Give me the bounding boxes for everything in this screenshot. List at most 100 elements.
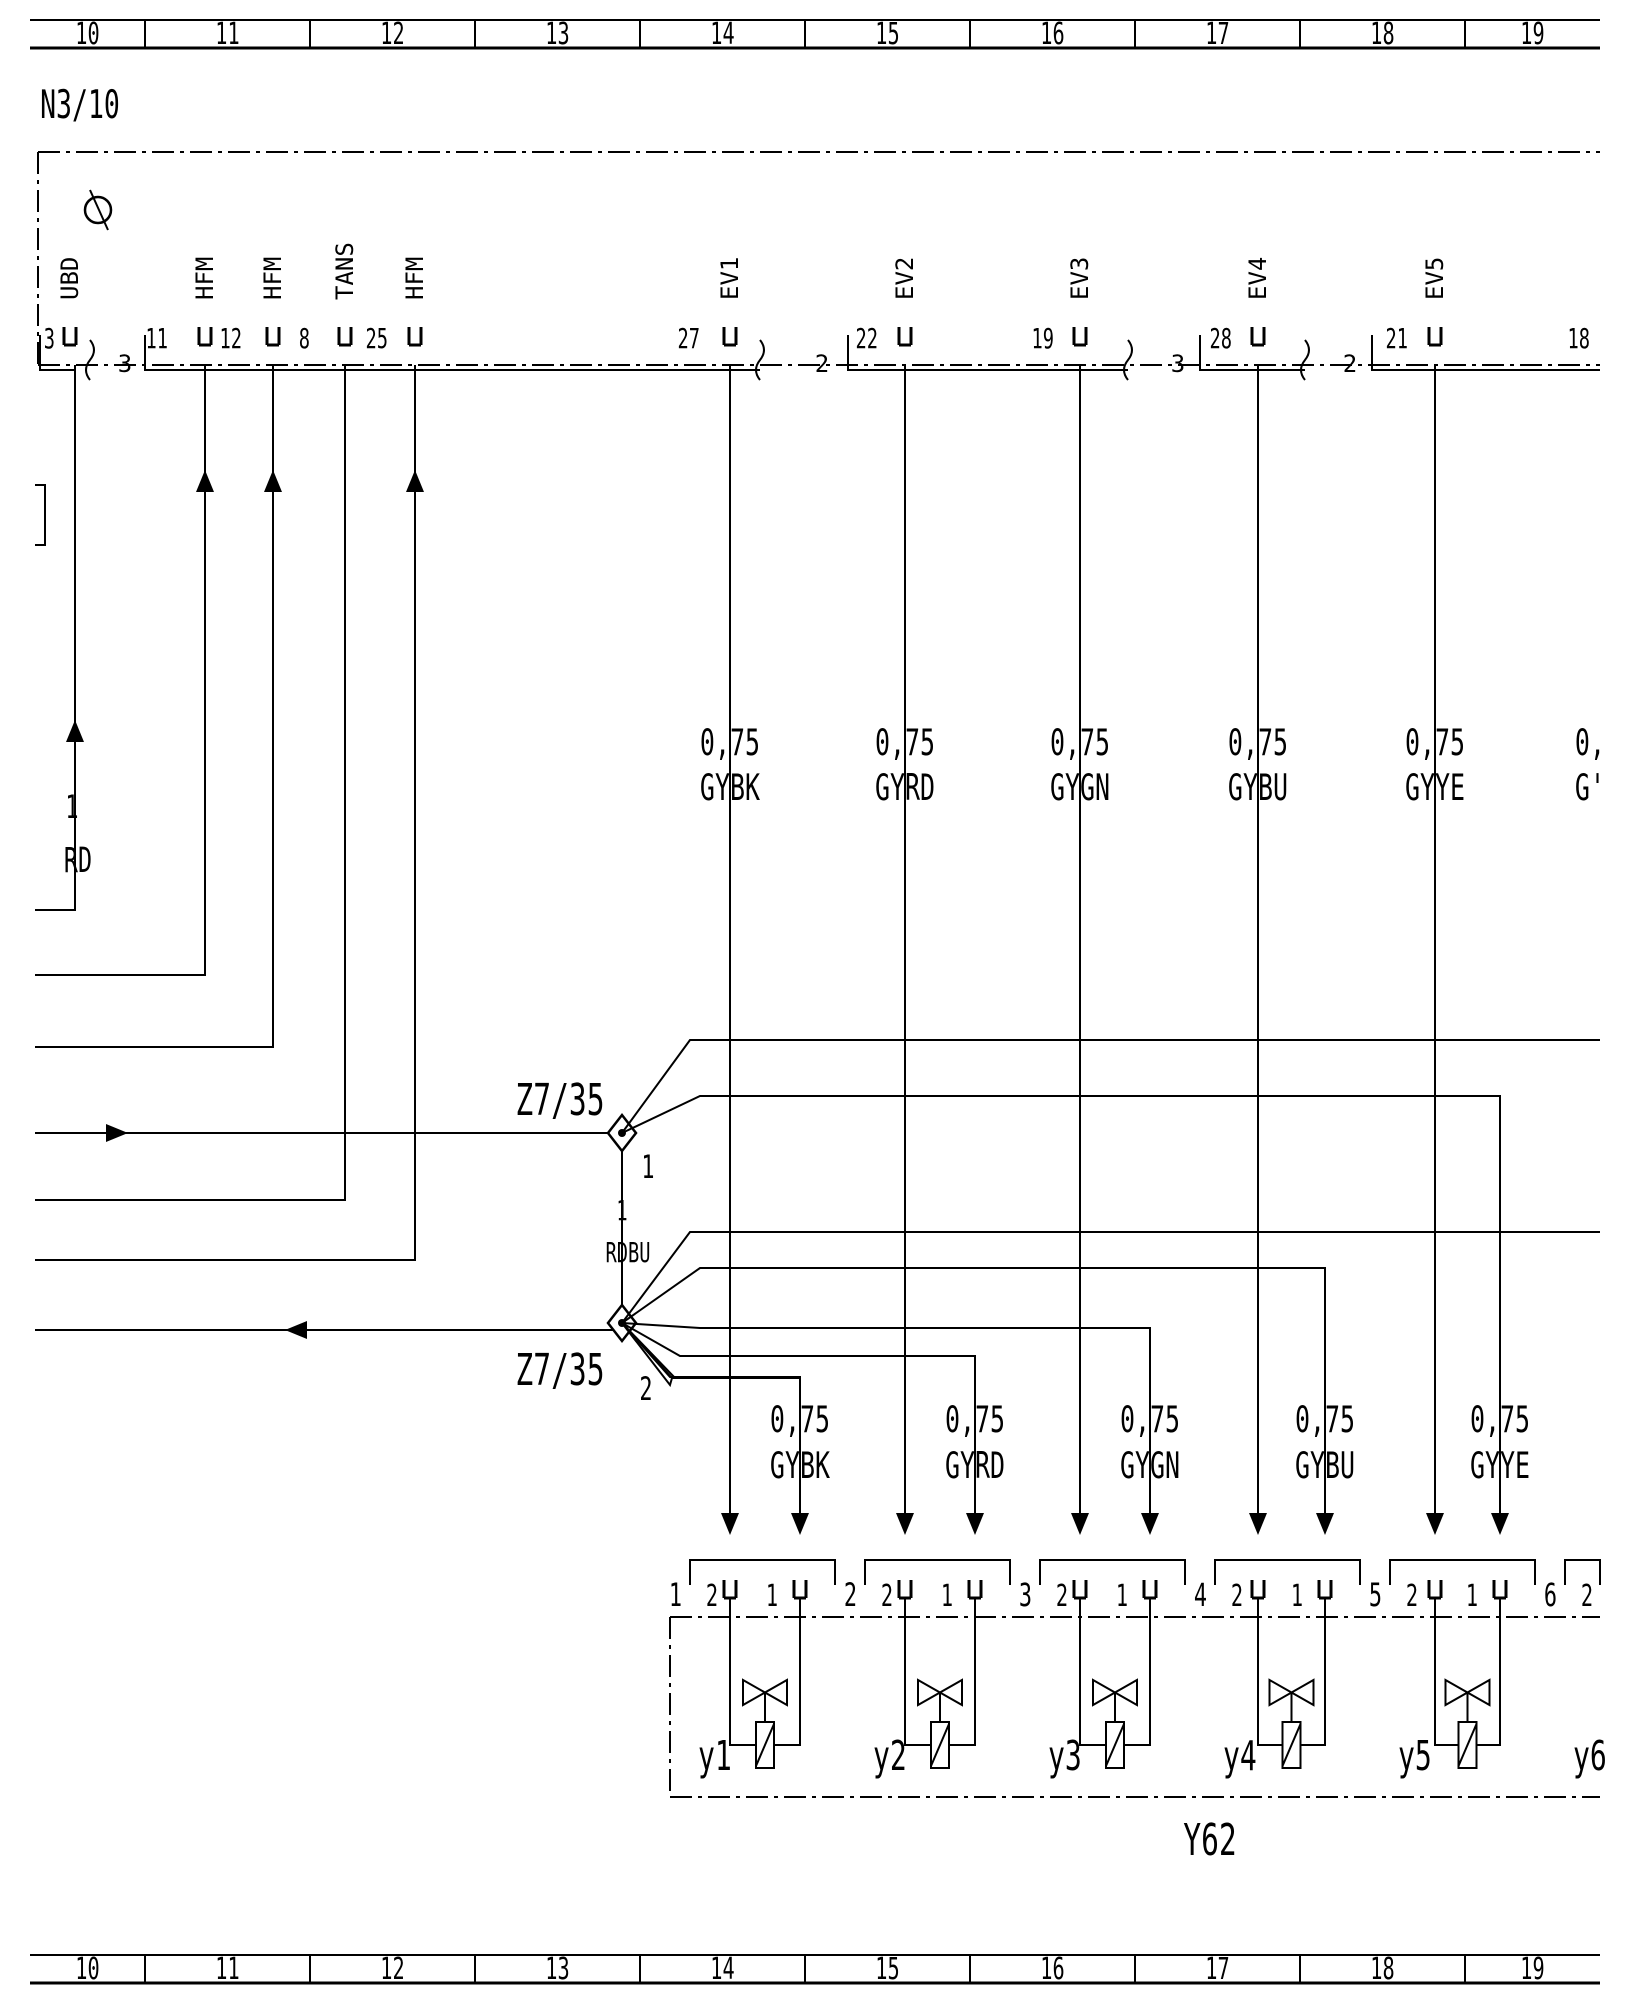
connector-label: 2 <box>1343 350 1357 378</box>
solenoid-coil-icon <box>1457 1723 1478 1767</box>
solenoid-coil-icon <box>1281 1723 1302 1767</box>
bottom-grid-column-13: 13 <box>545 1952 569 1987</box>
pin-number: 8 <box>299 322 310 355</box>
wire-gauge-label: 0,75 <box>1050 722 1110 764</box>
valve-label-y5: y5 <box>1398 1733 1432 1781</box>
arrow-down-icon <box>1071 1513 1089 1535</box>
top-grid-column-18: 18 <box>1370 17 1394 52</box>
valve-pin-a: 2 <box>1581 1579 1593 1614</box>
wire-color-label-cut: G' <box>1575 767 1605 809</box>
splice-branch-wire <box>621 1039 1600 1134</box>
arrow-up-icon <box>406 470 424 492</box>
valve-pin-b: 1 <box>1291 1579 1303 1614</box>
wire-gauge-label: 0,75 <box>1120 1399 1180 1441</box>
connector-outline <box>39 335 75 371</box>
valve-group-number: 6 <box>1544 1577 1557 1614</box>
shield-break-icon <box>1123 339 1133 381</box>
valve-label-y1: y1 <box>698 1733 732 1781</box>
wire-color-label: GYBK <box>700 767 760 809</box>
valve-symbol-icon <box>1444 1678 1491 1722</box>
valve-pin-b: 1 <box>1466 1579 1478 1614</box>
pin-signal-ev2: EV2 <box>891 257 919 300</box>
solenoid-coil-icon <box>755 1723 775 1767</box>
connector-pin-icon <box>1427 1580 1443 1600</box>
valve-group-number: 3 <box>1019 1577 1032 1614</box>
pin-symbol-icon <box>1250 327 1266 347</box>
splice-wire-color: RDBU <box>605 1236 650 1269</box>
connector-pin-icon <box>1317 1580 1333 1600</box>
connector-pin-icon <box>1142 1580 1158 1600</box>
valve-connector-outline <box>1039 1559 1186 1585</box>
bottom-grid-column-12: 12 <box>380 1952 404 1987</box>
arrow-down-icon <box>1141 1513 1159 1535</box>
control-unit-boundary <box>37 151 1600 366</box>
valve-symbol-icon <box>1092 1678 1138 1722</box>
valve-group-number: 5 <box>1369 1577 1382 1614</box>
pin-number: 3 <box>44 322 55 355</box>
splice-label-top: Z7/35 <box>515 1074 604 1125</box>
connector-pin-icon <box>967 1580 983 1600</box>
splice-branch-wire <box>621 1322 976 1470</box>
valve-group-number: 2 <box>844 1577 857 1614</box>
arrow-down-icon <box>791 1513 809 1535</box>
valve-connector-outline <box>689 1559 836 1585</box>
pin-signal-hfm: HFM <box>191 257 219 300</box>
wire-gauge-label: 0,75 <box>945 1399 1005 1441</box>
pin-signal-ubd: UBD <box>56 257 84 300</box>
connector-outline <box>1199 335 1305 371</box>
bottom-grid-column-10: 10 <box>75 1952 99 1987</box>
wire-color-label: GYGN <box>1120 1445 1180 1487</box>
arrow-down-icon <box>966 1513 984 1535</box>
pin-symbol-icon <box>722 327 738 347</box>
valve-pin-a: 2 <box>1231 1579 1243 1614</box>
bottom-grid-column-19: 19 <box>1520 1952 1544 1987</box>
splice-branch-wire <box>621 1231 1600 1324</box>
hfm-wire <box>35 365 274 1048</box>
valve-pin-b: 1 <box>941 1579 953 1614</box>
arrow-up-icon <box>264 470 282 492</box>
connector-outline <box>1371 335 1600 371</box>
pin-number: 18 <box>1567 322 1590 355</box>
valve-symbol-icon <box>1268 1678 1315 1722</box>
splice-wire-gauge: 1 <box>616 1194 627 1227</box>
shield-break-icon <box>1300 339 1310 381</box>
arrow-left-icon <box>285 1321 307 1339</box>
pin-signal-tans: TANS <box>331 242 359 300</box>
pin-number: 27 <box>677 322 700 355</box>
connector-outline <box>847 335 1128 371</box>
valve-pin-b: 1 <box>766 1579 778 1614</box>
valve-label-y3: y3 <box>1048 1733 1082 1781</box>
wire-color-label: GYRD <box>875 767 935 809</box>
pin-symbol-icon <box>62 327 78 347</box>
pin-signal-ev1: EV1 <box>716 257 744 300</box>
wire-gauge-label: 0,75 <box>1470 1399 1530 1441</box>
valve-pin-a: 2 <box>706 1579 718 1614</box>
valve-group-number: 4 <box>1194 1577 1207 1614</box>
shield-break-icon <box>755 339 765 381</box>
arrow-down-icon <box>721 1513 739 1535</box>
wire-color-label: GYYE <box>1405 767 1465 809</box>
wire-color-label: GYYE <box>1470 1445 1530 1487</box>
connector-pin-icon <box>1072 1580 1088 1600</box>
connector-pin-icon <box>792 1580 808 1600</box>
connector-label: 3 <box>1171 350 1185 378</box>
wire-gauge-label: 1 <box>65 789 78 826</box>
wire-gauge-label: 0,75 <box>1228 722 1288 764</box>
pin-symbol-icon <box>337 327 353 347</box>
top-grid-column-10: 10 <box>75 17 99 52</box>
top-grid-column-16: 16 <box>1040 17 1064 52</box>
hfm-wire <box>35 365 206 976</box>
splice-branch-wire <box>621 1267 1326 1470</box>
top-grid-column-12: 12 <box>380 17 404 52</box>
valve-pin-a: 2 <box>881 1579 893 1614</box>
splice-branch-wire <box>621 1322 673 1388</box>
valve-label-y2: y2 <box>873 1733 907 1781</box>
pin-number: 11 <box>145 322 168 355</box>
wire-gauge-label: 0,75 <box>875 722 935 764</box>
wire-rd <box>35 895 76 911</box>
arrow-right-icon <box>106 1124 128 1142</box>
wire-gauge-label: 0,75 <box>770 1399 830 1441</box>
wire-gauge-label: 0,75 <box>700 722 760 764</box>
arrow-up-icon <box>66 720 84 742</box>
connector-pin-icon <box>1250 1580 1266 1600</box>
